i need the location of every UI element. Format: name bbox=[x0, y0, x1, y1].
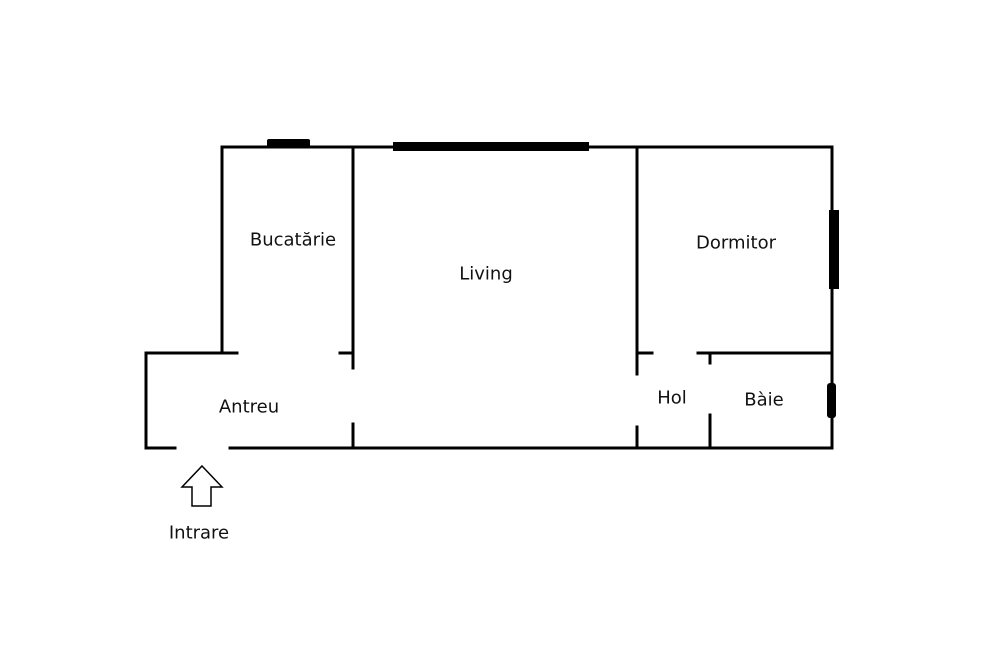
living-window bbox=[393, 142, 589, 151]
walls bbox=[144, 145, 834, 450]
room-label-baie: Bàie bbox=[744, 389, 784, 411]
room-label-dormitor: Dormitor bbox=[696, 232, 776, 254]
up-arrow-icon bbox=[180, 464, 224, 507]
room-label-bucatarie: Bucatărie bbox=[249, 229, 337, 251]
kitchen-window bbox=[267, 139, 310, 148]
windows bbox=[267, 139, 839, 418]
entrance-label: Intrare bbox=[168, 522, 230, 544]
bedroom-window bbox=[829, 210, 839, 289]
room-label-living: Living bbox=[459, 263, 513, 285]
room-label-antreu: Antreu bbox=[218, 396, 280, 418]
room-label-hol: Hol bbox=[657, 387, 687, 409]
bathroom-window bbox=[827, 383, 836, 418]
